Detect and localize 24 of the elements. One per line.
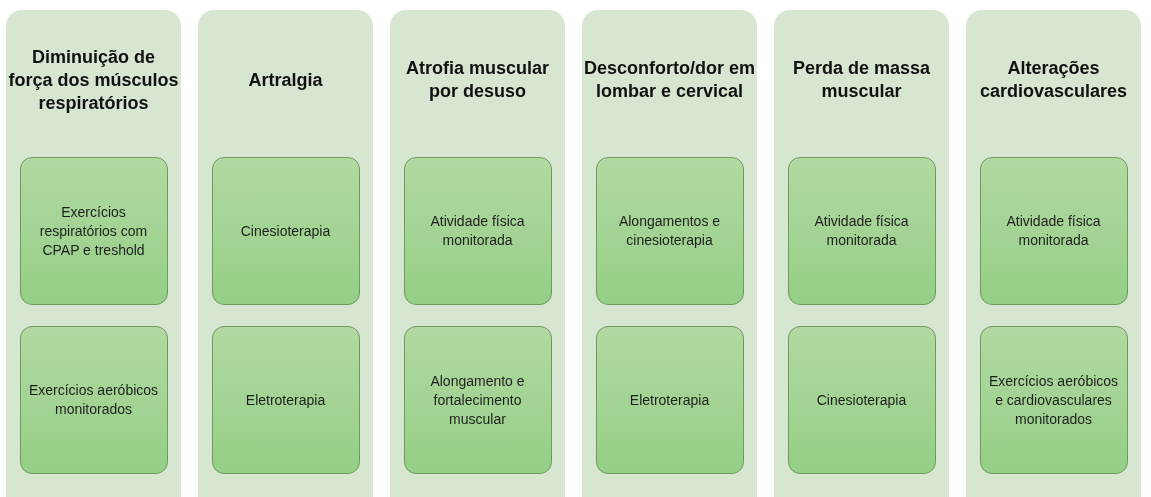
treatment-box: Exercícios respiratórios com CPAP e treshold bbox=[19, 157, 168, 305]
treatment-box: Exercícios aeróbicos monitorados bbox=[19, 326, 168, 474]
treatment-box: Atividade física monitorada bbox=[979, 157, 1128, 305]
treatment-box: Atividade física monitorada bbox=[403, 157, 552, 305]
category-column bbox=[390, 10, 565, 497]
category-column bbox=[582, 10, 757, 497]
column-heading: Desconforto/dor em lombar e cervical bbox=[583, 57, 756, 103]
treatment-box: Eletroterapia bbox=[211, 326, 360, 474]
treatment-box: Cinesioterapia bbox=[787, 326, 936, 474]
treatment-box: Alongamento e fortalecimento muscular bbox=[403, 326, 552, 474]
treatment-box: Cinesioterapia bbox=[211, 157, 360, 305]
treatment-box: Atividade física monitorada bbox=[787, 157, 936, 305]
column-heading: Alterações cardiovasculares bbox=[978, 57, 1129, 103]
column-heading: Atrofia muscular por desuso bbox=[404, 57, 550, 103]
treatment-box: Eletroterapia bbox=[595, 326, 744, 474]
category-column bbox=[774, 10, 949, 497]
category-column bbox=[966, 10, 1141, 497]
column-heading: Artralgia bbox=[247, 68, 324, 92]
treatment-box: Exercícios aeróbicos e cardiovasculares monitorados bbox=[979, 326, 1128, 474]
column-heading: Diminuição de força dos músculos respiratórios bbox=[7, 45, 180, 115]
treatment-box: Alongamentos e cinesioterapia bbox=[595, 157, 744, 305]
category-column bbox=[198, 10, 373, 497]
column-heading: Perda de massa muscular bbox=[791, 57, 932, 103]
category-column bbox=[6, 10, 181, 497]
